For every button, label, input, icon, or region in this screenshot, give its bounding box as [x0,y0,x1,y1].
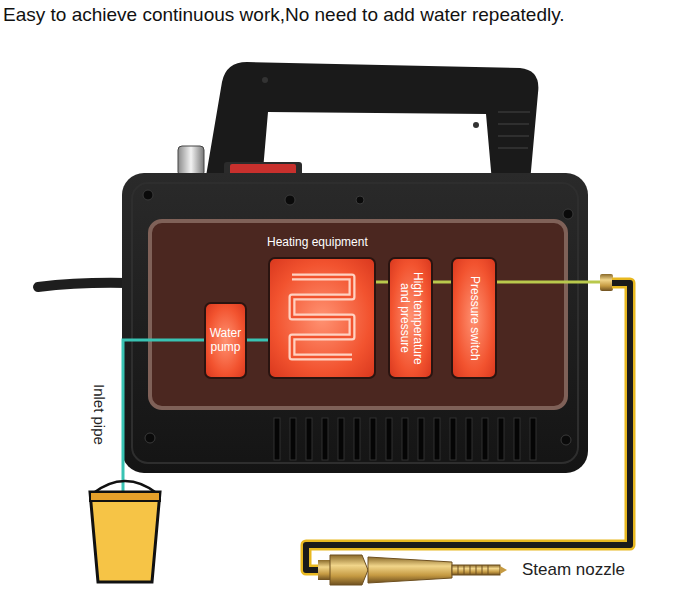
inlet-pipe-line [123,340,204,500]
high-temp-box: High temperature and pressure [388,257,433,379]
bucket [90,492,160,582]
box-label: Pressure switch [453,259,495,377]
housing [122,173,588,473]
box-label: High temperature and pressure [390,259,431,377]
pressure-switch-box: Pressure switch [451,257,497,379]
power-cable [38,283,126,287]
outlet-line [497,281,601,284]
heating-coil [270,259,374,377]
housing-face [132,183,578,463]
box-heading: Heating equipment [267,235,368,249]
box-label: Water pump [206,304,245,377]
nozzle-label: Steam nozzle [522,560,625,580]
title: Easy to achieve continuous work,No need … [3,4,565,26]
pipe-connector [433,281,451,284]
pipe-connector [376,281,388,284]
pump-box: Water pump [204,302,247,379]
bucket-rim [90,492,160,501]
screws [143,190,573,445]
knob [178,146,204,176]
screw [473,122,479,128]
handle-grip [498,112,530,148]
outlet-fitting [600,274,613,291]
inner-panel [150,221,566,408]
handle [205,62,538,182]
screw [262,77,268,83]
heating-box: Heating equipment [268,257,376,379]
inlet-pipe-label: Inlet pipe [91,384,108,445]
pipe-connector [247,339,268,342]
vents [274,418,536,460]
steam-nozzle [318,555,507,585]
